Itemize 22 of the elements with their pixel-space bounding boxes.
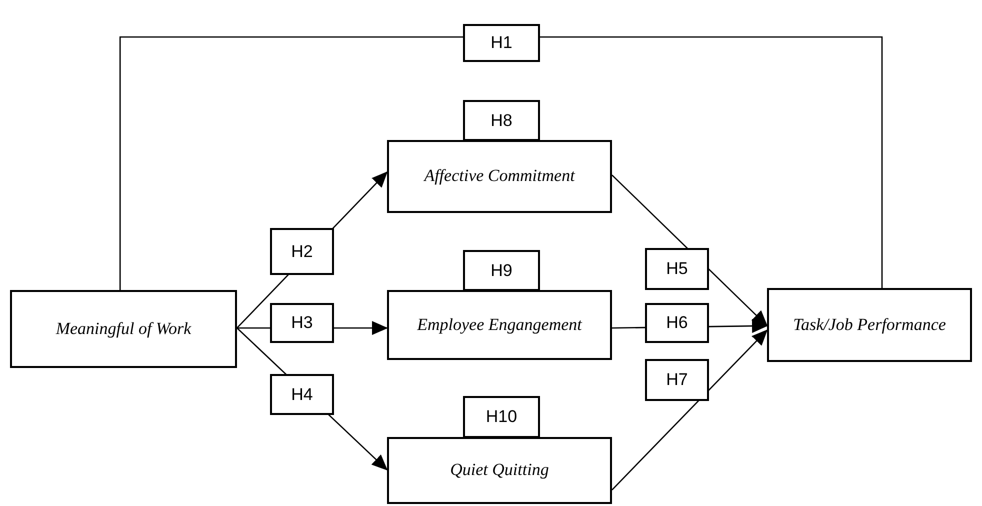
construct-box <box>10 290 237 368</box>
construct-name: Meaningful of Work <box>54 318 192 340</box>
hypothesis-label: H8 <box>463 100 540 141</box>
hypothesis-label: H5 <box>645 248 709 290</box>
construct-box <box>387 140 612 213</box>
connector-line <box>119 36 883 290</box>
hypothesis-label: H9 <box>463 250 540 291</box>
hypothesis-label: H1 <box>463 24 540 62</box>
construct-name: Quiet Quitting <box>449 459 550 482</box>
construct-name: Employee Engangement <box>416 314 584 336</box>
construct-box <box>387 290 612 360</box>
hypothesis-label: H2 <box>270 228 334 275</box>
arrow <box>612 329 768 490</box>
hypothesis-label: H6 <box>645 303 709 343</box>
hypothesis-label: H7 <box>645 359 709 401</box>
construct-name: Affective Commitment <box>422 165 576 188</box>
hypothesis-label: H10 <box>463 396 540 438</box>
construct-box <box>387 437 612 504</box>
hypothesis-label: H3 <box>270 303 334 343</box>
hypothesis-label: H4 <box>270 374 334 415</box>
construct-box <box>767 288 972 362</box>
construct-name: Task/Job Performance <box>792 314 947 336</box>
